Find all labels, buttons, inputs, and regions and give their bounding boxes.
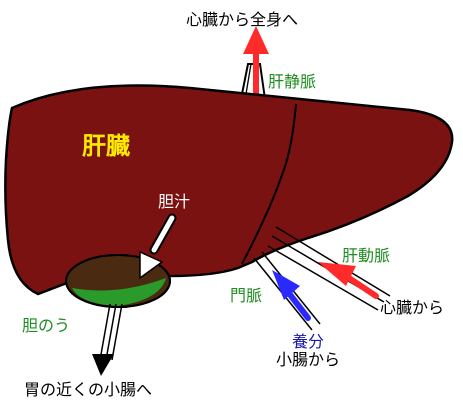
from-heart-label: 心臓から: [380, 300, 444, 316]
portal-vein-arrow: [272, 270, 308, 318]
to-small-intestine-label: 胃の近くの小腸へ: [24, 382, 152, 398]
hepatic-artery-arrow: [318, 262, 376, 296]
bile-duct-arrow: [92, 354, 114, 376]
gallbladder-label: 胆のう: [22, 318, 70, 334]
from-small-intestine-label: 小腸から: [276, 352, 340, 368]
hepatic-vein-label: 肝静脈: [268, 74, 316, 90]
bile-label: 胆汁: [158, 194, 190, 210]
bile-duct: [100, 304, 122, 360]
liver-label: 肝臓: [82, 134, 130, 158]
portal-vein-label: 門脈: [230, 288, 262, 304]
nutrients-label: 養分: [292, 334, 324, 350]
hepatic-artery-label: 肝動脈: [342, 248, 390, 264]
to-whole-body-label: 心臓から全身へ: [186, 12, 298, 28]
